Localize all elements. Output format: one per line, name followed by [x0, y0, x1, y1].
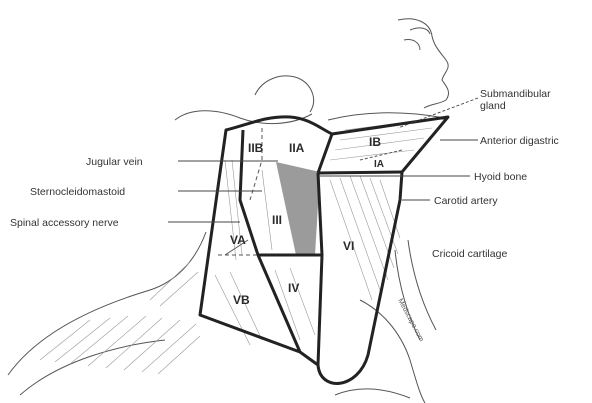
- watermark: Medscape.com: [396, 298, 425, 343]
- level-ii-iii-iv-anterior: [318, 173, 322, 365]
- label-jugular-vein: Jugular vein: [86, 156, 143, 168]
- jugular-shaded-region: [276, 162, 320, 255]
- label-spinal-accessory-nerve: Spinal accessory nerve: [10, 217, 119, 229]
- label-anterior-digastric: Anterior digastric: [480, 135, 559, 147]
- level-ib-label: IB: [369, 135, 381, 149]
- level-vb-label: VB: [233, 293, 250, 307]
- level-iia-label: IIA: [289, 141, 305, 155]
- level-ia-label: IA: [374, 159, 384, 170]
- neck-levels: [200, 117, 448, 384]
- label-hyoid-bone: Hyoid bone: [474, 171, 527, 183]
- level-iv-label: IV: [288, 281, 299, 295]
- label-submandibular-gland-line2: gland: [480, 100, 506, 112]
- level-iii-label: III: [272, 213, 282, 227]
- level-ii-iii-separator: [250, 128, 262, 200]
- shoulder-hatching: [40, 262, 200, 374]
- level-iib-label: IIB: [248, 141, 264, 155]
- level-va-label: VA: [230, 233, 246, 247]
- label-cricoid-cartilage: Cricoid cartilage: [432, 248, 507, 260]
- label-submandibular-gland-line1: Submandibular: [480, 88, 551, 100]
- hyoid-boundary: [318, 172, 402, 173]
- scm-boundary: [240, 130, 300, 352]
- label-sternocleidomastoid: Sternocleidomastoid: [30, 186, 125, 198]
- anatomy-sketch: [8, 19, 449, 403]
- level-vi-label: VI: [343, 239, 354, 253]
- ia-ib-separator: [318, 134, 332, 173]
- label-carotid-artery: Carotid artery: [434, 195, 498, 207]
